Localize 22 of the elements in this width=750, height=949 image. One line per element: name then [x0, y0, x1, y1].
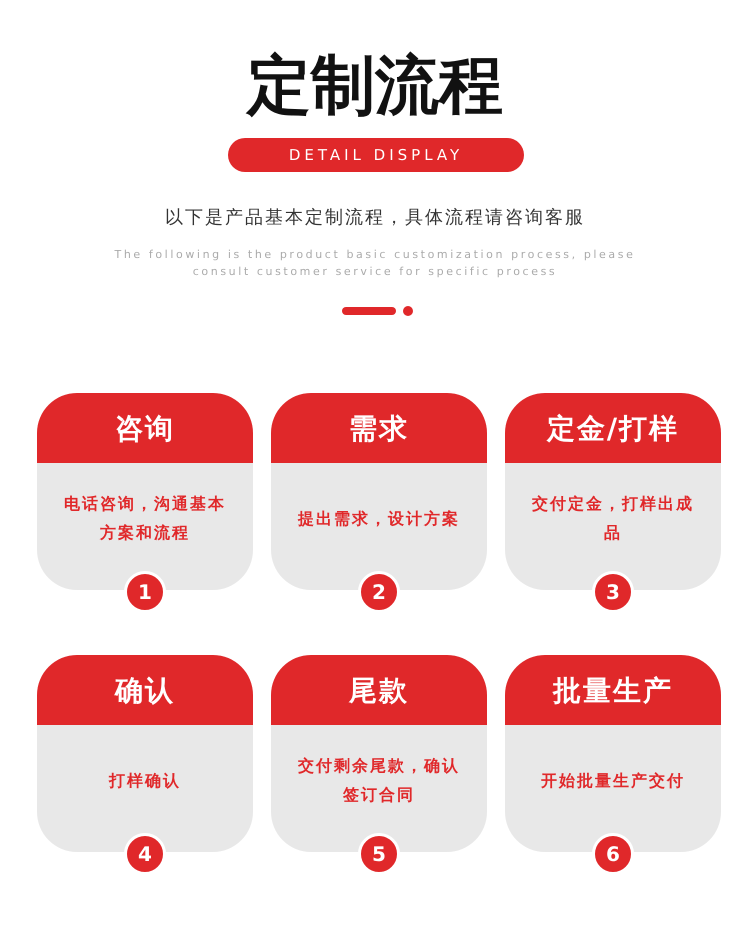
step-description: 打样确认 [108, 770, 182, 792]
step-number: 4 [124, 833, 166, 875]
step-number: 5 [358, 833, 400, 875]
step-title: 批量生产 [505, 655, 721, 725]
step-number: 3 [592, 571, 634, 613]
step-description: 提出需求，设计方案 [296, 508, 461, 530]
step-number: 1 [124, 571, 166, 613]
subtitle-text: 以下是产品基本定制流程，具体流程请咨询客服 [164, 206, 586, 229]
step-description: 电话咨询，沟通基本方案和流程 [63, 493, 227, 544]
step-title: 咨询 [37, 393, 253, 463]
step-title: 需求 [271, 393, 487, 463]
step-description: 开始批量生产交付 [540, 770, 686, 792]
step-title: 定金/打样 [505, 393, 721, 463]
subtitle-pill: DETAIL DISPLAY [228, 138, 524, 172]
step-description: 交付定金，打样出成品 [531, 493, 695, 544]
english-subtitle: The following is the product basic customization process, please consult customer service for specific process [114, 247, 636, 280]
step-number: 6 [592, 833, 634, 875]
step-description: 交付剩余尾款，确认签订合同 [297, 755, 461, 806]
step-number: 2 [358, 571, 400, 613]
step-title: 确认 [37, 655, 253, 725]
step-title: 尾款 [271, 655, 487, 725]
page-title: 定制流程 [244, 48, 504, 124]
